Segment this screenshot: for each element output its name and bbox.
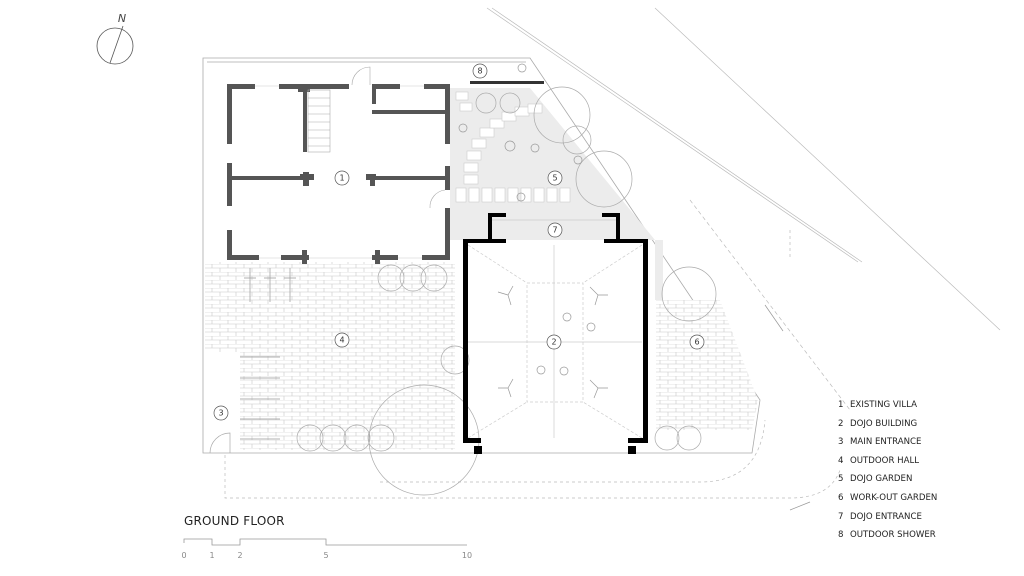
- scale-tick-5: 5: [323, 551, 329, 560]
- legend-item: 2 DOJO BUILDING: [838, 417, 937, 436]
- marker-1: 1: [339, 174, 344, 183]
- site-boundary: [202, 57, 761, 454]
- marker-8: 8: [477, 67, 482, 76]
- trees: [296, 86, 717, 496]
- legend-label: MAIN ENTRANCE: [850, 437, 922, 448]
- legend-label: DOJO GARDEN: [850, 474, 913, 485]
- legend-label: WORK-OUT GARDEN: [850, 492, 938, 503]
- legend-num: 8: [838, 530, 844, 541]
- legend-item: 3 MAIN ENTRANCE: [838, 435, 937, 454]
- marker-3: 3: [218, 409, 223, 418]
- figures: [458, 63, 608, 399]
- existing-villa-walls: [227, 84, 450, 264]
- outdoor-hall-paving: [205, 262, 455, 352]
- legend-label: DOJO BUILDING: [850, 418, 918, 429]
- legend-num: 2: [838, 418, 844, 429]
- entrance-gate: [209, 432, 231, 454]
- legend-item: 7 DOJO ENTRANCE: [838, 510, 937, 529]
- legend-item: 5 DOJO GARDEN: [838, 472, 937, 491]
- legend: 1 EXISTING VILLA 2 DOJO BUILDING 3 MAIN ENT…: [838, 398, 937, 547]
- dojo-garden-area: [450, 88, 655, 240]
- legend-item: 6 WORK-OUT GARDEN: [838, 491, 937, 510]
- scale-tick-10: 10: [461, 551, 473, 560]
- legend-item: 4 OUTDOOR HALL: [838, 454, 937, 473]
- legend-num: 3: [838, 437, 844, 448]
- legend-label: OUTDOOR SHOWER: [850, 530, 936, 541]
- legend-num: 1: [838, 400, 844, 410]
- scale-tick-2: 2: [237, 551, 243, 560]
- legend-num: 6: [838, 492, 844, 503]
- room-markers: [213, 63, 705, 421]
- legend-num: 7: [838, 511, 844, 522]
- marker-6: 6: [694, 338, 699, 347]
- road-lines: [224, 7, 1001, 499]
- legend-item: 1 EXISTING VILLA: [838, 398, 937, 417]
- legend-label: OUTDOOR HALL: [850, 455, 920, 466]
- legend-label: DOJO ENTRANCE: [850, 511, 922, 522]
- dojo-walls: [463, 213, 648, 454]
- dojo-roof-lines: [467, 219, 643, 439]
- marker-2: 2: [551, 338, 556, 347]
- scale-tick-1: 1: [209, 551, 215, 560]
- workout-garden-paving: [656, 300, 758, 430]
- legend-label: EXISTING VILLA: [850, 400, 917, 410]
- legend-item: 8 OUTDOOR SHOWER: [838, 528, 937, 547]
- marker-4: 4: [339, 336, 344, 345]
- north-circle: [96, 27, 134, 65]
- scale-tick-0: 0: [181, 551, 187, 560]
- legend-num: 4: [838, 455, 844, 466]
- marker-5: 5: [552, 174, 557, 183]
- bicycles: [240, 268, 811, 511]
- north-label: N: [118, 12, 126, 25]
- villa-stairs: [307, 66, 446, 209]
- north-arrow: N: [96, 12, 134, 65]
- shower-wall: [470, 81, 544, 84]
- legend-num: 5: [838, 474, 844, 485]
- marker-7: 7: [552, 226, 557, 235]
- scale-bar: [183, 538, 467, 546]
- plan-title: GROUND FLOOR: [184, 514, 285, 528]
